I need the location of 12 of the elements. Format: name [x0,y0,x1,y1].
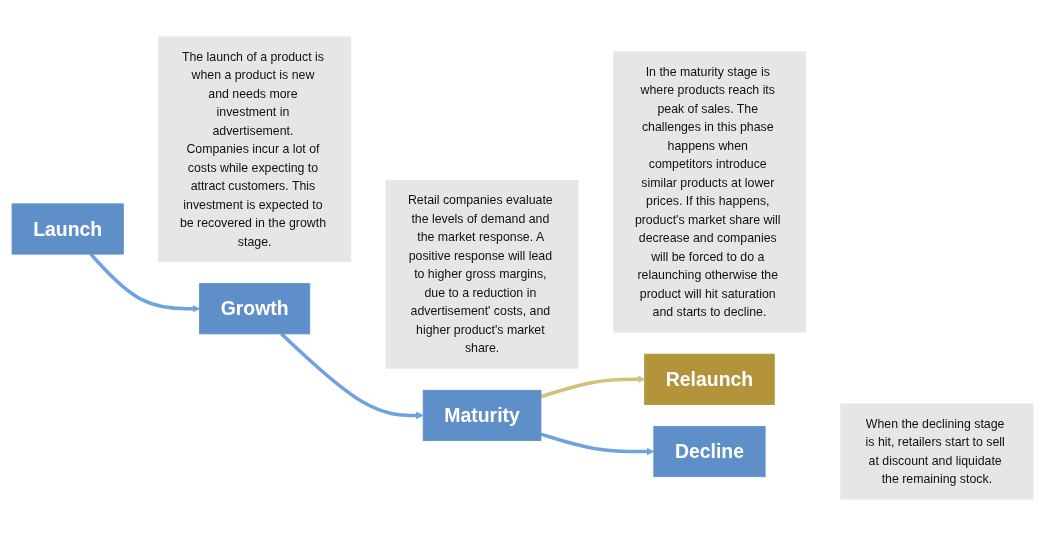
arrow [280,332,424,420]
node-box: In the maturity stage is where products reach its peak of sales. The challenges in this phase happens when competitors introduce similar products at lower prices. If this happens, product's market share will decrease and companies will be forced to do a relaunching otherwise the product will hit saturation and starts to decline. [612,51,806,333]
node-box: Decline [653,426,766,478]
node-box: Launch [11,203,124,255]
node-box: Growth [199,283,311,335]
node-box: Relaunch [644,353,775,405]
node-box: Retail companies evaluate the levels of demand and the market response. A positive response will lead to higher gross margins, due to a reduction in advertisement' costs, and higher product's market share. [385,180,579,369]
arrow [540,432,655,456]
node-box: When the declining stage is hit, retailers start to sell at discount and liquidate the remaining stock. [840,403,1034,500]
arrow [540,375,645,399]
node-box: Maturity [422,389,542,441]
node-box: The launch of a product is when a product is new and needs more investment in advertisement. Companies incur a lot of costs while expecting to attract customers. This investment is expected to be recovered in the growth stage. [158,36,352,263]
